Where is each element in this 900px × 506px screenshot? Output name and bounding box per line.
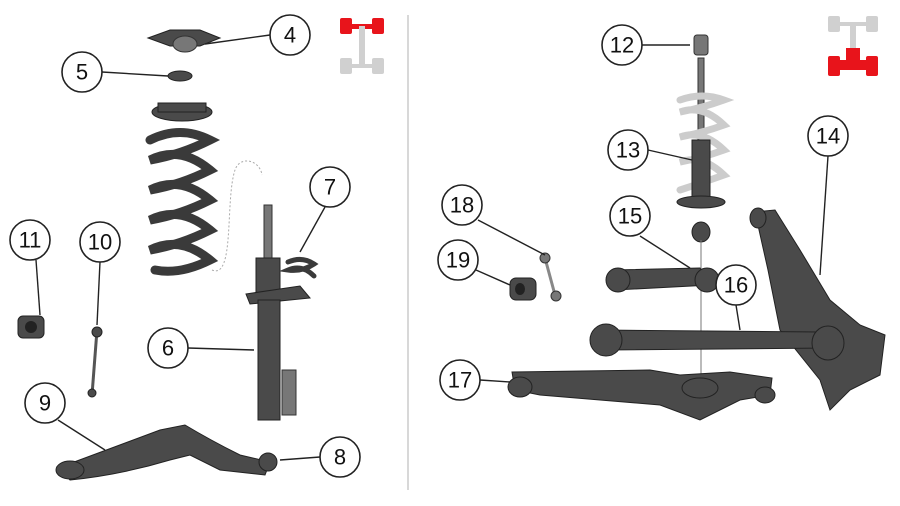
shock-absorber-rear xyxy=(676,34,735,395)
callout-label: 8 xyxy=(334,445,346,470)
lateral-link xyxy=(589,323,845,361)
callout-16: 16 xyxy=(715,264,757,306)
bushing-front xyxy=(17,315,45,339)
callout-4: 4 xyxy=(269,14,311,56)
callout-18: 18 xyxy=(441,184,483,226)
callout-label: 14 xyxy=(816,124,840,149)
callout-14: 14 xyxy=(807,115,849,157)
callout-label: 4 xyxy=(284,23,296,48)
callout-7: 7 xyxy=(309,166,351,208)
stabilizer-link-front xyxy=(87,326,103,398)
callout-label: 10 xyxy=(88,230,112,255)
spring-seat xyxy=(151,102,213,122)
callout-6: 6 xyxy=(147,327,189,369)
strut-top-mount xyxy=(146,29,222,53)
trailing-arm xyxy=(749,207,886,411)
assembly-guide-line xyxy=(211,160,263,272)
stabilizer-link-rear xyxy=(539,252,562,302)
callout-label: 11 xyxy=(19,228,42,253)
lower-control-arm-front xyxy=(55,424,278,481)
callout-9: 9 xyxy=(24,382,66,424)
callout-13: 13 xyxy=(607,129,649,171)
callout-label: 12 xyxy=(610,33,634,58)
callout-label: 7 xyxy=(324,175,336,200)
callout-5: 5 xyxy=(61,51,103,93)
bearing xyxy=(167,70,193,82)
callout-17: 17 xyxy=(439,359,481,401)
lower-control-arm-rear xyxy=(507,369,776,421)
upper-lateral-arm xyxy=(605,267,720,293)
callout-label: 15 xyxy=(618,204,642,229)
callout-label: 5 xyxy=(76,60,88,85)
callout-label: 16 xyxy=(724,273,748,298)
callout-19: 19 xyxy=(437,239,479,281)
rear-axle-indicator-icon xyxy=(828,16,878,76)
strut xyxy=(245,204,311,421)
callout-8: 8 xyxy=(319,436,361,478)
leader-lines xyxy=(35,34,829,461)
callout-label: 13 xyxy=(616,138,640,163)
callout-10: 10 xyxy=(79,221,121,263)
front-axle-indicator-icon xyxy=(340,18,384,74)
callout-12: 12 xyxy=(601,24,643,66)
callout-label: 18 xyxy=(450,193,474,218)
callout-label: 19 xyxy=(446,248,470,273)
coil-spring xyxy=(145,128,221,276)
callout-label: 17 xyxy=(448,368,472,393)
callout-label: 9 xyxy=(39,391,51,416)
callout-15: 15 xyxy=(609,195,651,237)
bump-stop xyxy=(278,256,319,279)
callout-label: 6 xyxy=(162,336,174,361)
callout-11: 11 xyxy=(9,219,51,261)
bushing-rear xyxy=(509,277,537,301)
